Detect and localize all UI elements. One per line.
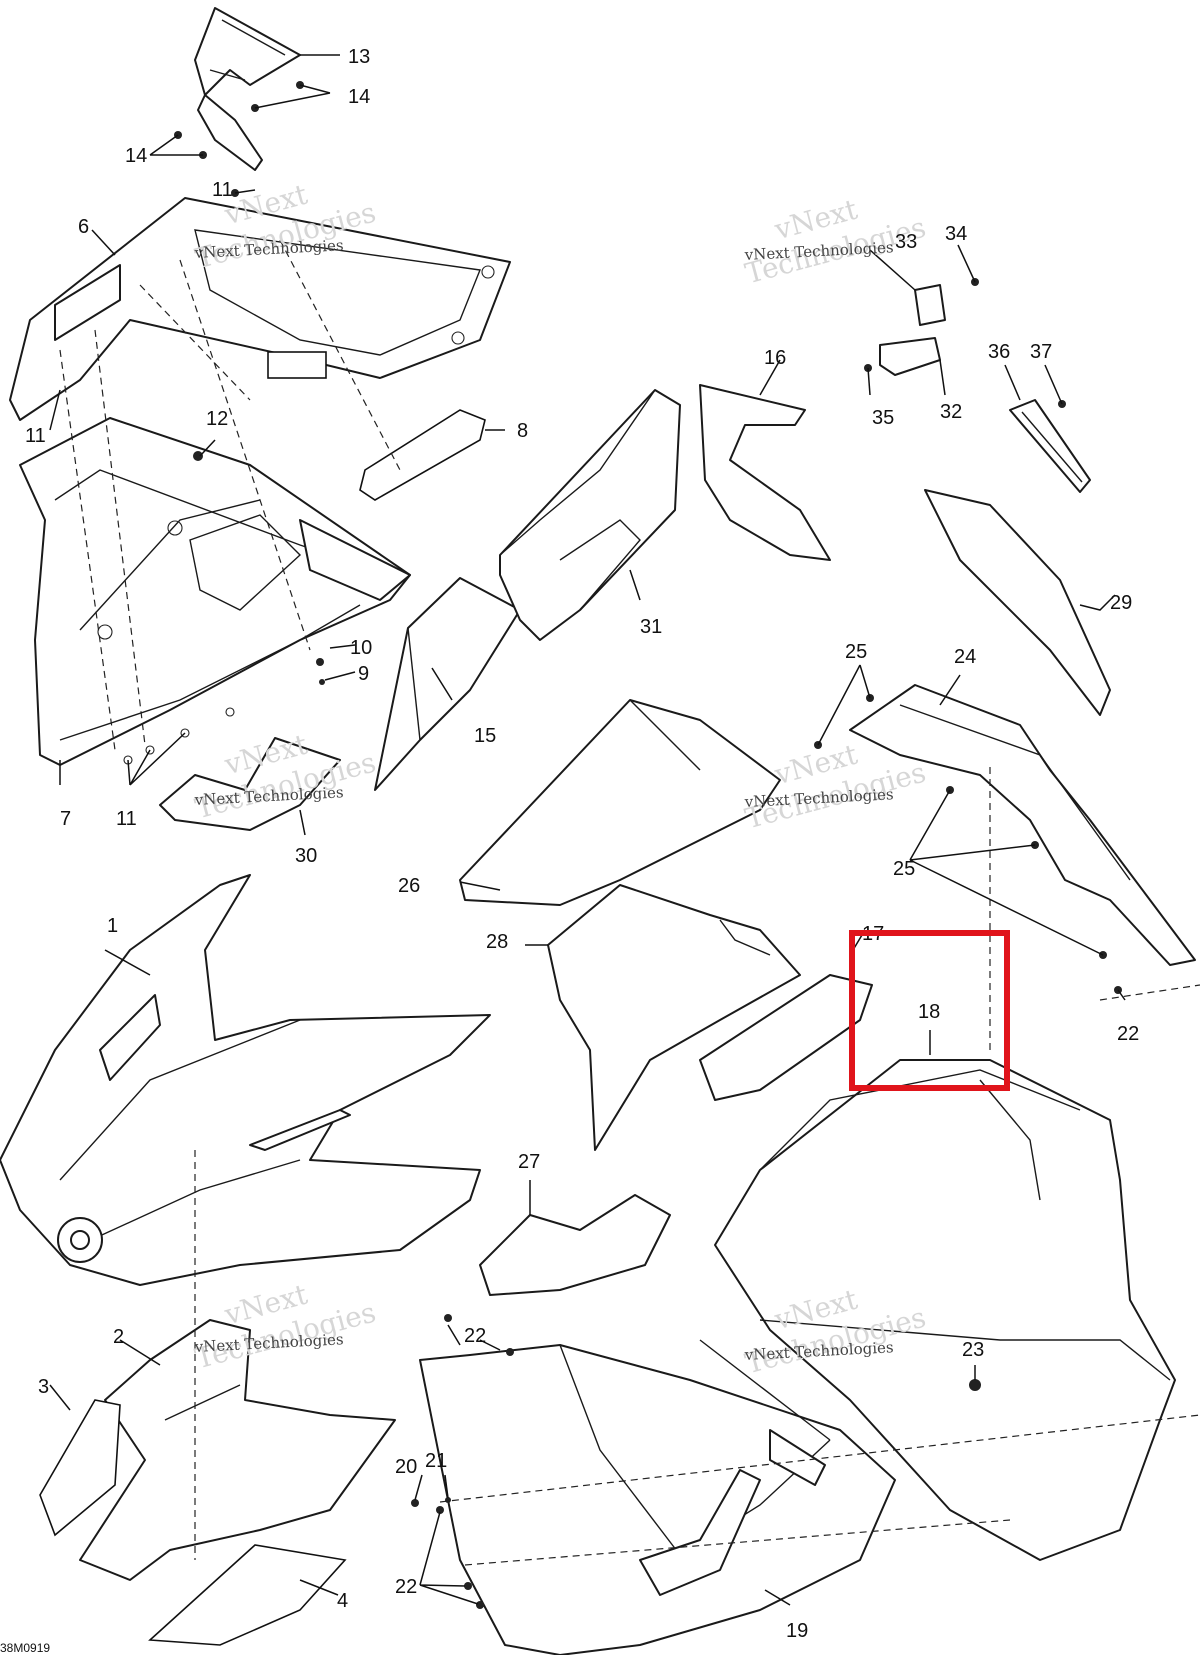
callout-19: 19 bbox=[786, 1620, 808, 1642]
callout-35: 35 bbox=[872, 407, 894, 429]
callout-8: 8 bbox=[517, 420, 528, 442]
callout-32: 32 bbox=[940, 401, 962, 423]
part-6-upper-panel bbox=[9, 197, 511, 421]
callout-16: 16 bbox=[764, 347, 786, 369]
assembly-lines bbox=[59, 239, 1200, 1566]
callout-24: 24 bbox=[954, 646, 976, 668]
callout-3: 3 bbox=[38, 1376, 49, 1398]
callout-23: 23 bbox=[962, 1339, 984, 1361]
callout-1: 1 bbox=[107, 915, 118, 937]
part-8-vent-grille bbox=[359, 409, 486, 501]
part-4-grille bbox=[148, 1544, 347, 1646]
callout-13: 13 bbox=[348, 46, 370, 68]
part-16 bbox=[699, 384, 831, 561]
part-1-center-hood bbox=[0, 874, 491, 1286]
part-2-lower-cover bbox=[79, 1319, 396, 1581]
callout-20: 20 bbox=[395, 1456, 417, 1478]
callout-7: 7 bbox=[60, 808, 71, 830]
callout-25-mid: 25 bbox=[893, 858, 915, 880]
part-7-nose-cone bbox=[19, 417, 411, 766]
callout-29: 29 bbox=[1110, 592, 1132, 614]
part-27 bbox=[479, 1194, 671, 1296]
part-31 bbox=[499, 389, 681, 641]
callout-30: 30 bbox=[295, 845, 317, 867]
part-24 bbox=[849, 684, 1196, 966]
watermark-5: vNext Technologies bbox=[192, 1277, 380, 1375]
callout-12: 12 bbox=[206, 408, 228, 430]
callout-21: 21 bbox=[425, 1450, 447, 1472]
part-36-strap bbox=[1009, 399, 1091, 493]
callout-4: 4 bbox=[337, 1590, 348, 1612]
part-15 bbox=[374, 577, 521, 791]
callout-31: 31 bbox=[640, 616, 662, 638]
part-13-deflector bbox=[194, 7, 301, 171]
callout-14-left: 14 bbox=[125, 145, 147, 167]
callout-28: 28 bbox=[486, 931, 508, 953]
callout-6: 6 bbox=[78, 216, 89, 238]
callout-36: 36 bbox=[988, 341, 1010, 363]
callout-22-lower: 22 bbox=[395, 1576, 417, 1598]
diagram-code: 38M0919 bbox=[0, 1641, 50, 1655]
callout-11-left: 11 bbox=[25, 425, 46, 447]
callout-33: 33 bbox=[895, 231, 917, 253]
callout-26: 26 bbox=[398, 875, 420, 897]
part-19-belly-pan bbox=[419, 1339, 896, 1655]
part-17 bbox=[699, 974, 873, 1101]
part-3-grille bbox=[39, 1399, 121, 1537]
callout-22-right: 22 bbox=[1117, 1023, 1139, 1045]
part-30 bbox=[159, 737, 341, 831]
callout-18: 18 bbox=[918, 1001, 940, 1023]
callout-2: 2 bbox=[113, 1326, 124, 1348]
callout-25-top: 25 bbox=[845, 641, 867, 663]
callout-15: 15 bbox=[474, 725, 496, 747]
callout-11-bottom: 11 bbox=[116, 808, 137, 830]
callout-11-top: 11 bbox=[212, 179, 233, 201]
highlight-box bbox=[849, 930, 1010, 1091]
callout-37: 37 bbox=[1030, 341, 1052, 363]
part-28 bbox=[547, 884, 801, 1151]
callout-22-upper: 22 bbox=[464, 1325, 486, 1347]
part-29 bbox=[924, 489, 1111, 716]
part-26 bbox=[459, 699, 781, 906]
callout-9: 9 bbox=[358, 663, 369, 685]
part-32-33-bracket bbox=[864, 278, 979, 376]
callout-27: 27 bbox=[518, 1151, 540, 1173]
callout-10: 10 bbox=[350, 637, 372, 659]
callout-34: 34 bbox=[945, 223, 967, 245]
callout-14: 14 bbox=[348, 86, 370, 108]
callout-labels: 13 14 14 11 6 11 8 12 10 9 7 11 30 15 31… bbox=[25, 46, 1139, 1642]
leader-lines bbox=[49, 54, 1126, 1606]
